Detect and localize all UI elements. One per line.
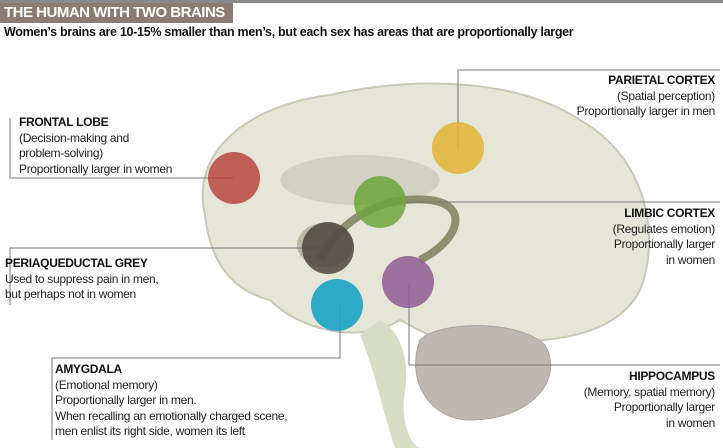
region-desc: Used to suppress pain in men, bbox=[5, 271, 159, 286]
periaqueductal-grey-marker bbox=[302, 222, 354, 274]
region-desc: in women bbox=[666, 252, 715, 267]
region-desc: in women bbox=[666, 415, 715, 430]
amygdala-label: AMYGDALA (Emotional memory) Proportional… bbox=[55, 362, 288, 440]
top-rule bbox=[0, 0, 723, 3]
region-desc: (Emotional memory) bbox=[55, 377, 158, 392]
hippocampus-leader bbox=[408, 283, 720, 366]
hippocampus-marker bbox=[382, 256, 434, 308]
region-desc: Proportionally larger in women bbox=[19, 161, 173, 176]
cerebellum bbox=[415, 325, 551, 421]
region-name: FRONTAL LOBE bbox=[19, 115, 109, 129]
frontal-lobe-label: FRONTAL LOBE (Decision-making and proble… bbox=[19, 115, 172, 177]
parietal-cortex-label: PARIETAL CORTEX (Spatial perception) Pro… bbox=[576, 73, 716, 120]
region-desc: (Spatial perception) bbox=[616, 88, 715, 103]
brainstem bbox=[360, 320, 420, 448]
frontal-leader bbox=[9, 118, 234, 179]
limbic-cortex-label: LIMBIC CORTEX (Regulates emotion) Propor… bbox=[612, 206, 716, 268]
region-desc: (Memory, spatial memory) bbox=[583, 384, 716, 399]
region-desc: but perhaps not in women bbox=[5, 287, 136, 301]
subtitle: Women’s brains are 10-15% smaller than m… bbox=[4, 25, 574, 39]
parietal-cortex-marker bbox=[432, 122, 484, 174]
region-desc: men enlist its right side, women its lef… bbox=[55, 424, 245, 438]
region-desc: Proportionally larger bbox=[613, 237, 715, 251]
limbic-cortex-marker bbox=[354, 176, 406, 228]
region-desc: (Regulates emotion) bbox=[612, 221, 716, 236]
region-name: AMYGDALA bbox=[55, 362, 122, 376]
amygdala-marker bbox=[311, 279, 363, 331]
periaqueductal-leader bbox=[9, 247, 328, 305]
region-desc: (Decision-making and bbox=[19, 130, 130, 145]
amygdala-leader bbox=[51, 305, 341, 440]
region-name: PERIAQUEDUCTAL GREY bbox=[5, 256, 148, 270]
hippocampus-label: HIPPOCAMPUS (Memory, spatial memory) Pro… bbox=[583, 369, 716, 431]
region-desc: Proportionally larger bbox=[613, 400, 715, 414]
region-name: HIPPOCAMPUS bbox=[628, 369, 715, 383]
region-desc: When recalling an emotionally charged sc… bbox=[55, 408, 288, 423]
frontal-lobe-marker bbox=[208, 152, 260, 204]
region-name: LIMBIC CORTEX bbox=[624, 206, 715, 220]
region-desc: Proportionally larger in men. bbox=[55, 393, 197, 407]
region-desc: problem-solving) bbox=[19, 146, 103, 160]
region-name: PARIETAL CORTEX bbox=[608, 73, 715, 87]
page-title: THE HUMAN WITH TWO BRAINS bbox=[0, 3, 233, 23]
brain-shape bbox=[201, 82, 651, 343]
periaqueductal-grey-label: PERIAQUEDUCTAL GREY Used to suppress pai… bbox=[5, 256, 159, 303]
region-desc: Proportionally larger in men bbox=[576, 104, 716, 118]
